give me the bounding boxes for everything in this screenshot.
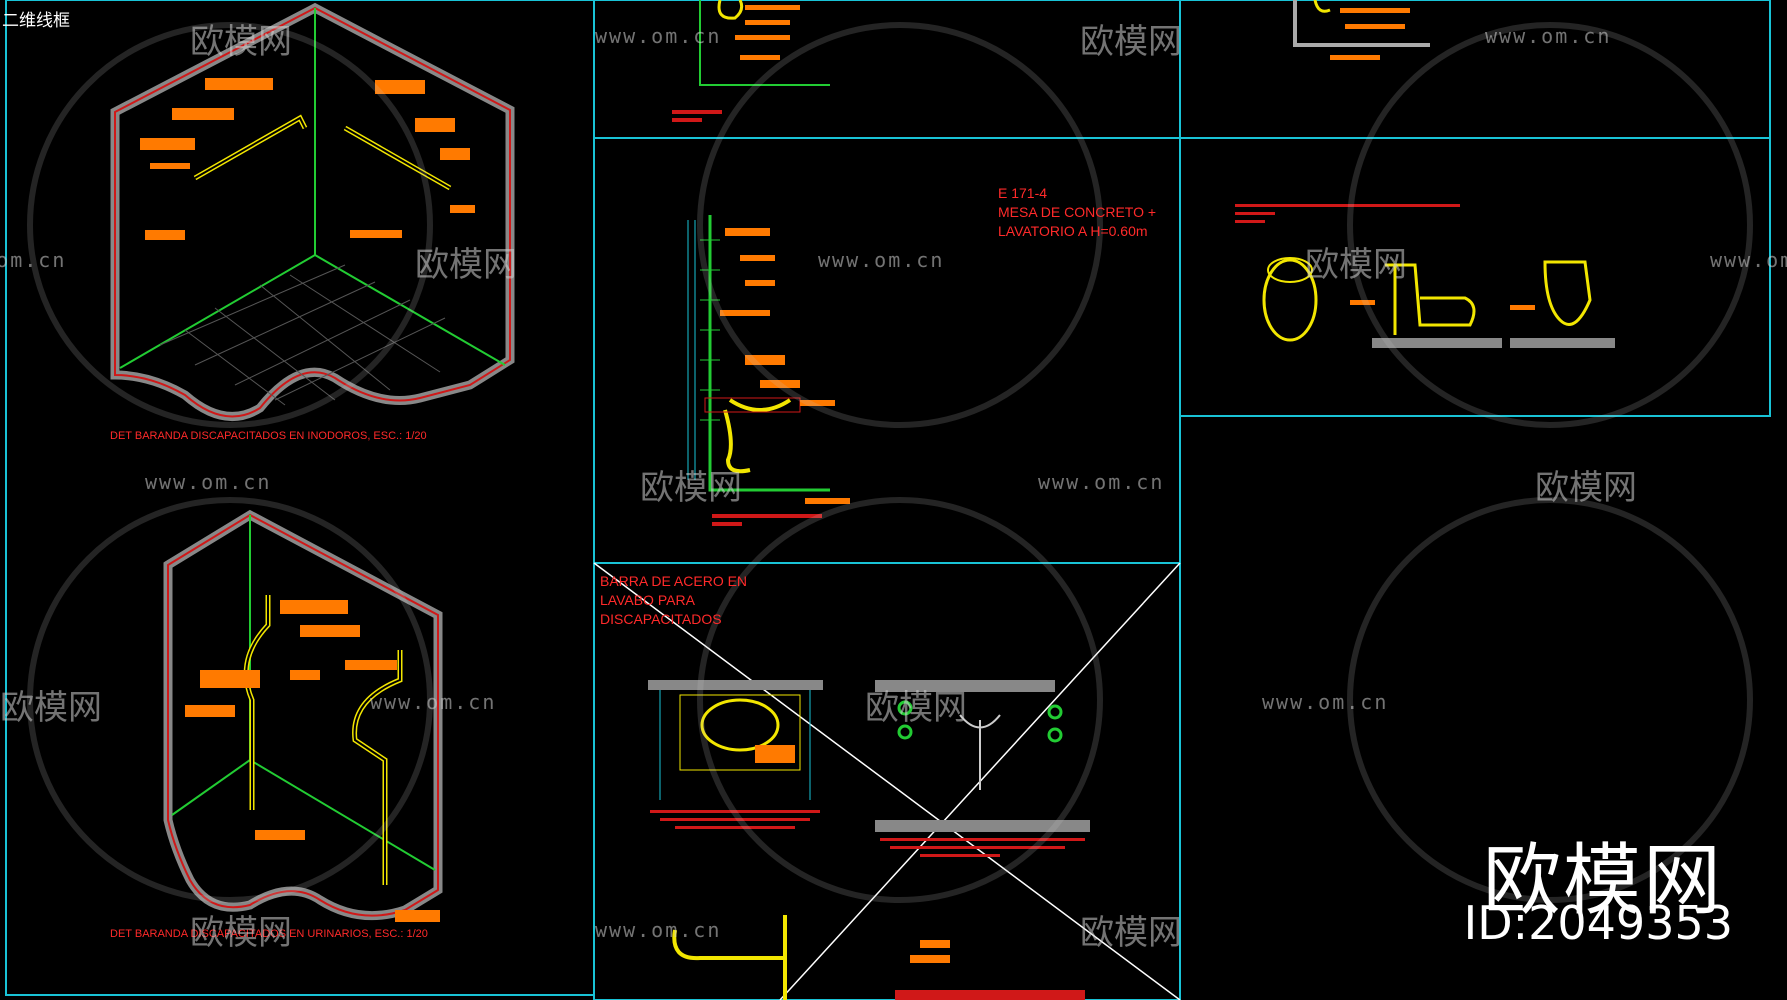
caption-inodoros: DET BARANDA DISCAPACITADOS EN INODOROS, … (110, 430, 427, 442)
watermark-brand: 欧模网 (1080, 913, 1182, 953)
caption-urinarios: DET BARANDA DISCAPACITADOS EN URINARIOS,… (110, 928, 428, 940)
watermark-site: www.om.cn (595, 24, 722, 48)
watermark-brand: 欧模网 (1305, 245, 1407, 285)
watermark-site: www.om.cn (145, 470, 272, 494)
watermark-site: www.om.cn (370, 690, 497, 714)
watermark-site: www.om.cn (1485, 24, 1612, 48)
iso-room-inodoros (110, 2, 515, 421)
detail-mid-top (672, 0, 830, 122)
watermark-site: www.om.cn (1262, 690, 1389, 714)
watermark-circles (27, 22, 1753, 903)
watermark-site: www.om.cn (1038, 470, 1165, 494)
watermark-brand: 欧模网 (190, 22, 292, 62)
watermark-brand: 欧模网 (640, 468, 742, 508)
note-barra-acero: BARRA DE ACERO EN LAVABO PARA DISCAPACIT… (600, 573, 748, 627)
watermark-site: www.om.cn (1710, 248, 1787, 272)
watermark-id: ID:2049353 (1463, 896, 1733, 950)
watermark-brand: 欧模网 (415, 245, 517, 285)
viewport-frames (5, 0, 1771, 1000)
watermark-site: www.om.cn (595, 918, 722, 942)
watermark-brand: 欧模网 (190, 913, 292, 953)
watermark-brand: 欧模网 (1535, 468, 1637, 508)
watermark-site: www.om.cn (818, 248, 945, 272)
detail-right-top (1293, 0, 1430, 60)
note-e171: E 171-4 MESA DE CONCRETO + LAVATORIO A H… (998, 185, 1157, 239)
viewport-mode-label[interactable]: 二维线框 (2, 11, 70, 31)
detail-toilets (1235, 204, 1615, 348)
detail-sinks (593, 562, 1181, 1000)
watermark-brand: 欧模网 (0, 688, 102, 728)
watermark-logo: 欧模网 (1482, 836, 1723, 926)
frame-right-top[interactable] (1179, 0, 1771, 139)
frame-mid-bottom[interactable] (593, 562, 1181, 1000)
watermark-brand: 欧模网 (865, 688, 967, 728)
detail-lavatory-section (687, 215, 850, 526)
watermark-brand: 欧模网 (1080, 22, 1182, 62)
iso-room-urinarios (163, 509, 443, 922)
watermark-site: www.om.cn (0, 248, 67, 272)
